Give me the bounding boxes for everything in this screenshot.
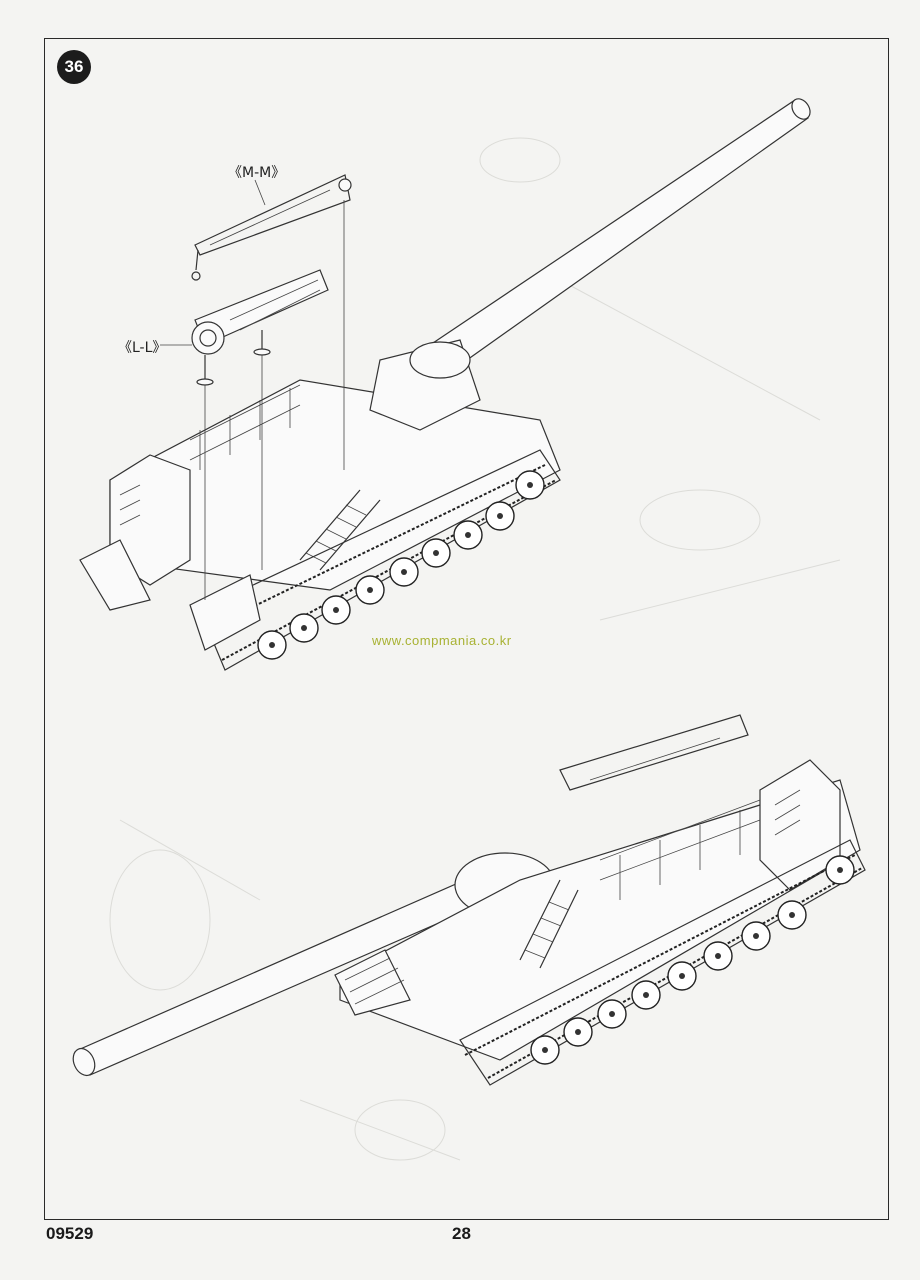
page-number: 28 bbox=[452, 1224, 471, 1243]
watermark-url: www.compmania.co.kr bbox=[372, 633, 512, 648]
crane-m-m-part bbox=[191, 174, 352, 470]
bleed-through-ghost bbox=[109, 137, 841, 1161]
step-number-badge: 36 bbox=[57, 50, 91, 84]
bottom-vehicle-drawing bbox=[72, 714, 866, 1086]
step-number: 36 bbox=[64, 57, 84, 76]
top-vehicle-drawing bbox=[79, 98, 811, 671]
kit-code: 09529 bbox=[46, 1224, 94, 1243]
callout-l-l: 《L-L》 bbox=[118, 340, 167, 356]
page-frame bbox=[44, 38, 889, 1220]
callout-m-m: 《M-M》 bbox=[228, 165, 286, 181]
crane-l-l-part bbox=[160, 269, 329, 600]
